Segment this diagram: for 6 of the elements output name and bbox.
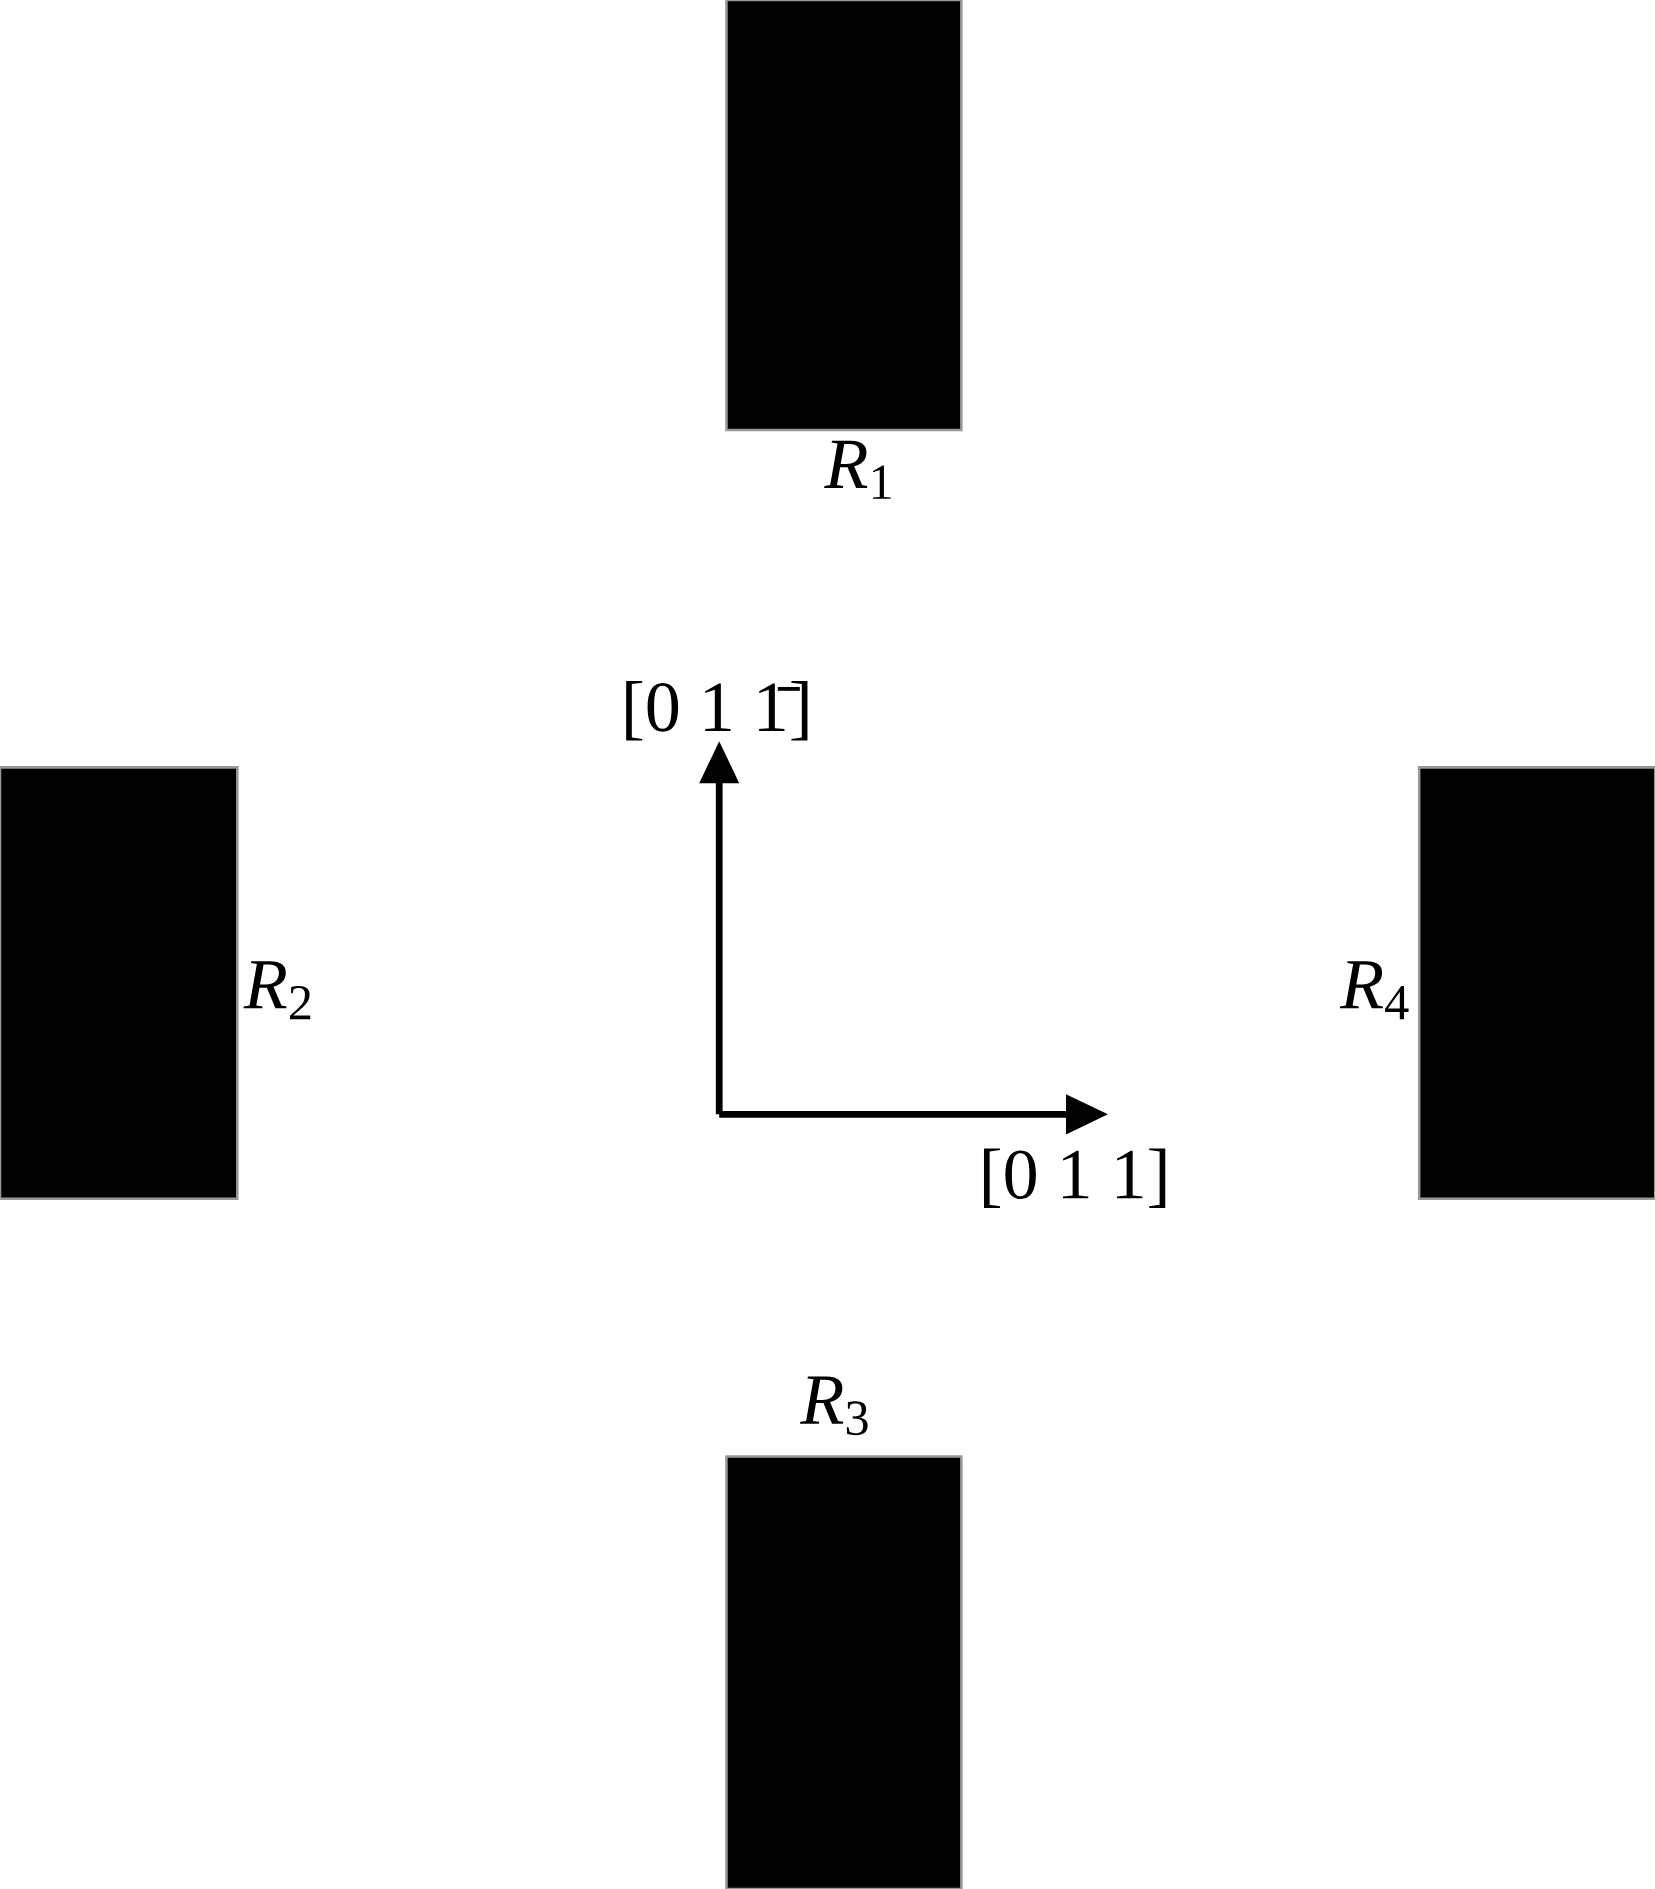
resistor-label: R$_{1}$ <box>824 440 891 499</box>
resistor-label: R$_{3}$ <box>799 1376 868 1436</box>
direction-label: [0 1 1] <box>983 1148 1166 1208</box>
resistor-label: R$_{4}$ <box>1339 961 1409 1020</box>
resistor-label: R$_{2}$ <box>243 961 311 1020</box>
direction-label: [0 1 1̄] <box>626 681 808 741</box>
